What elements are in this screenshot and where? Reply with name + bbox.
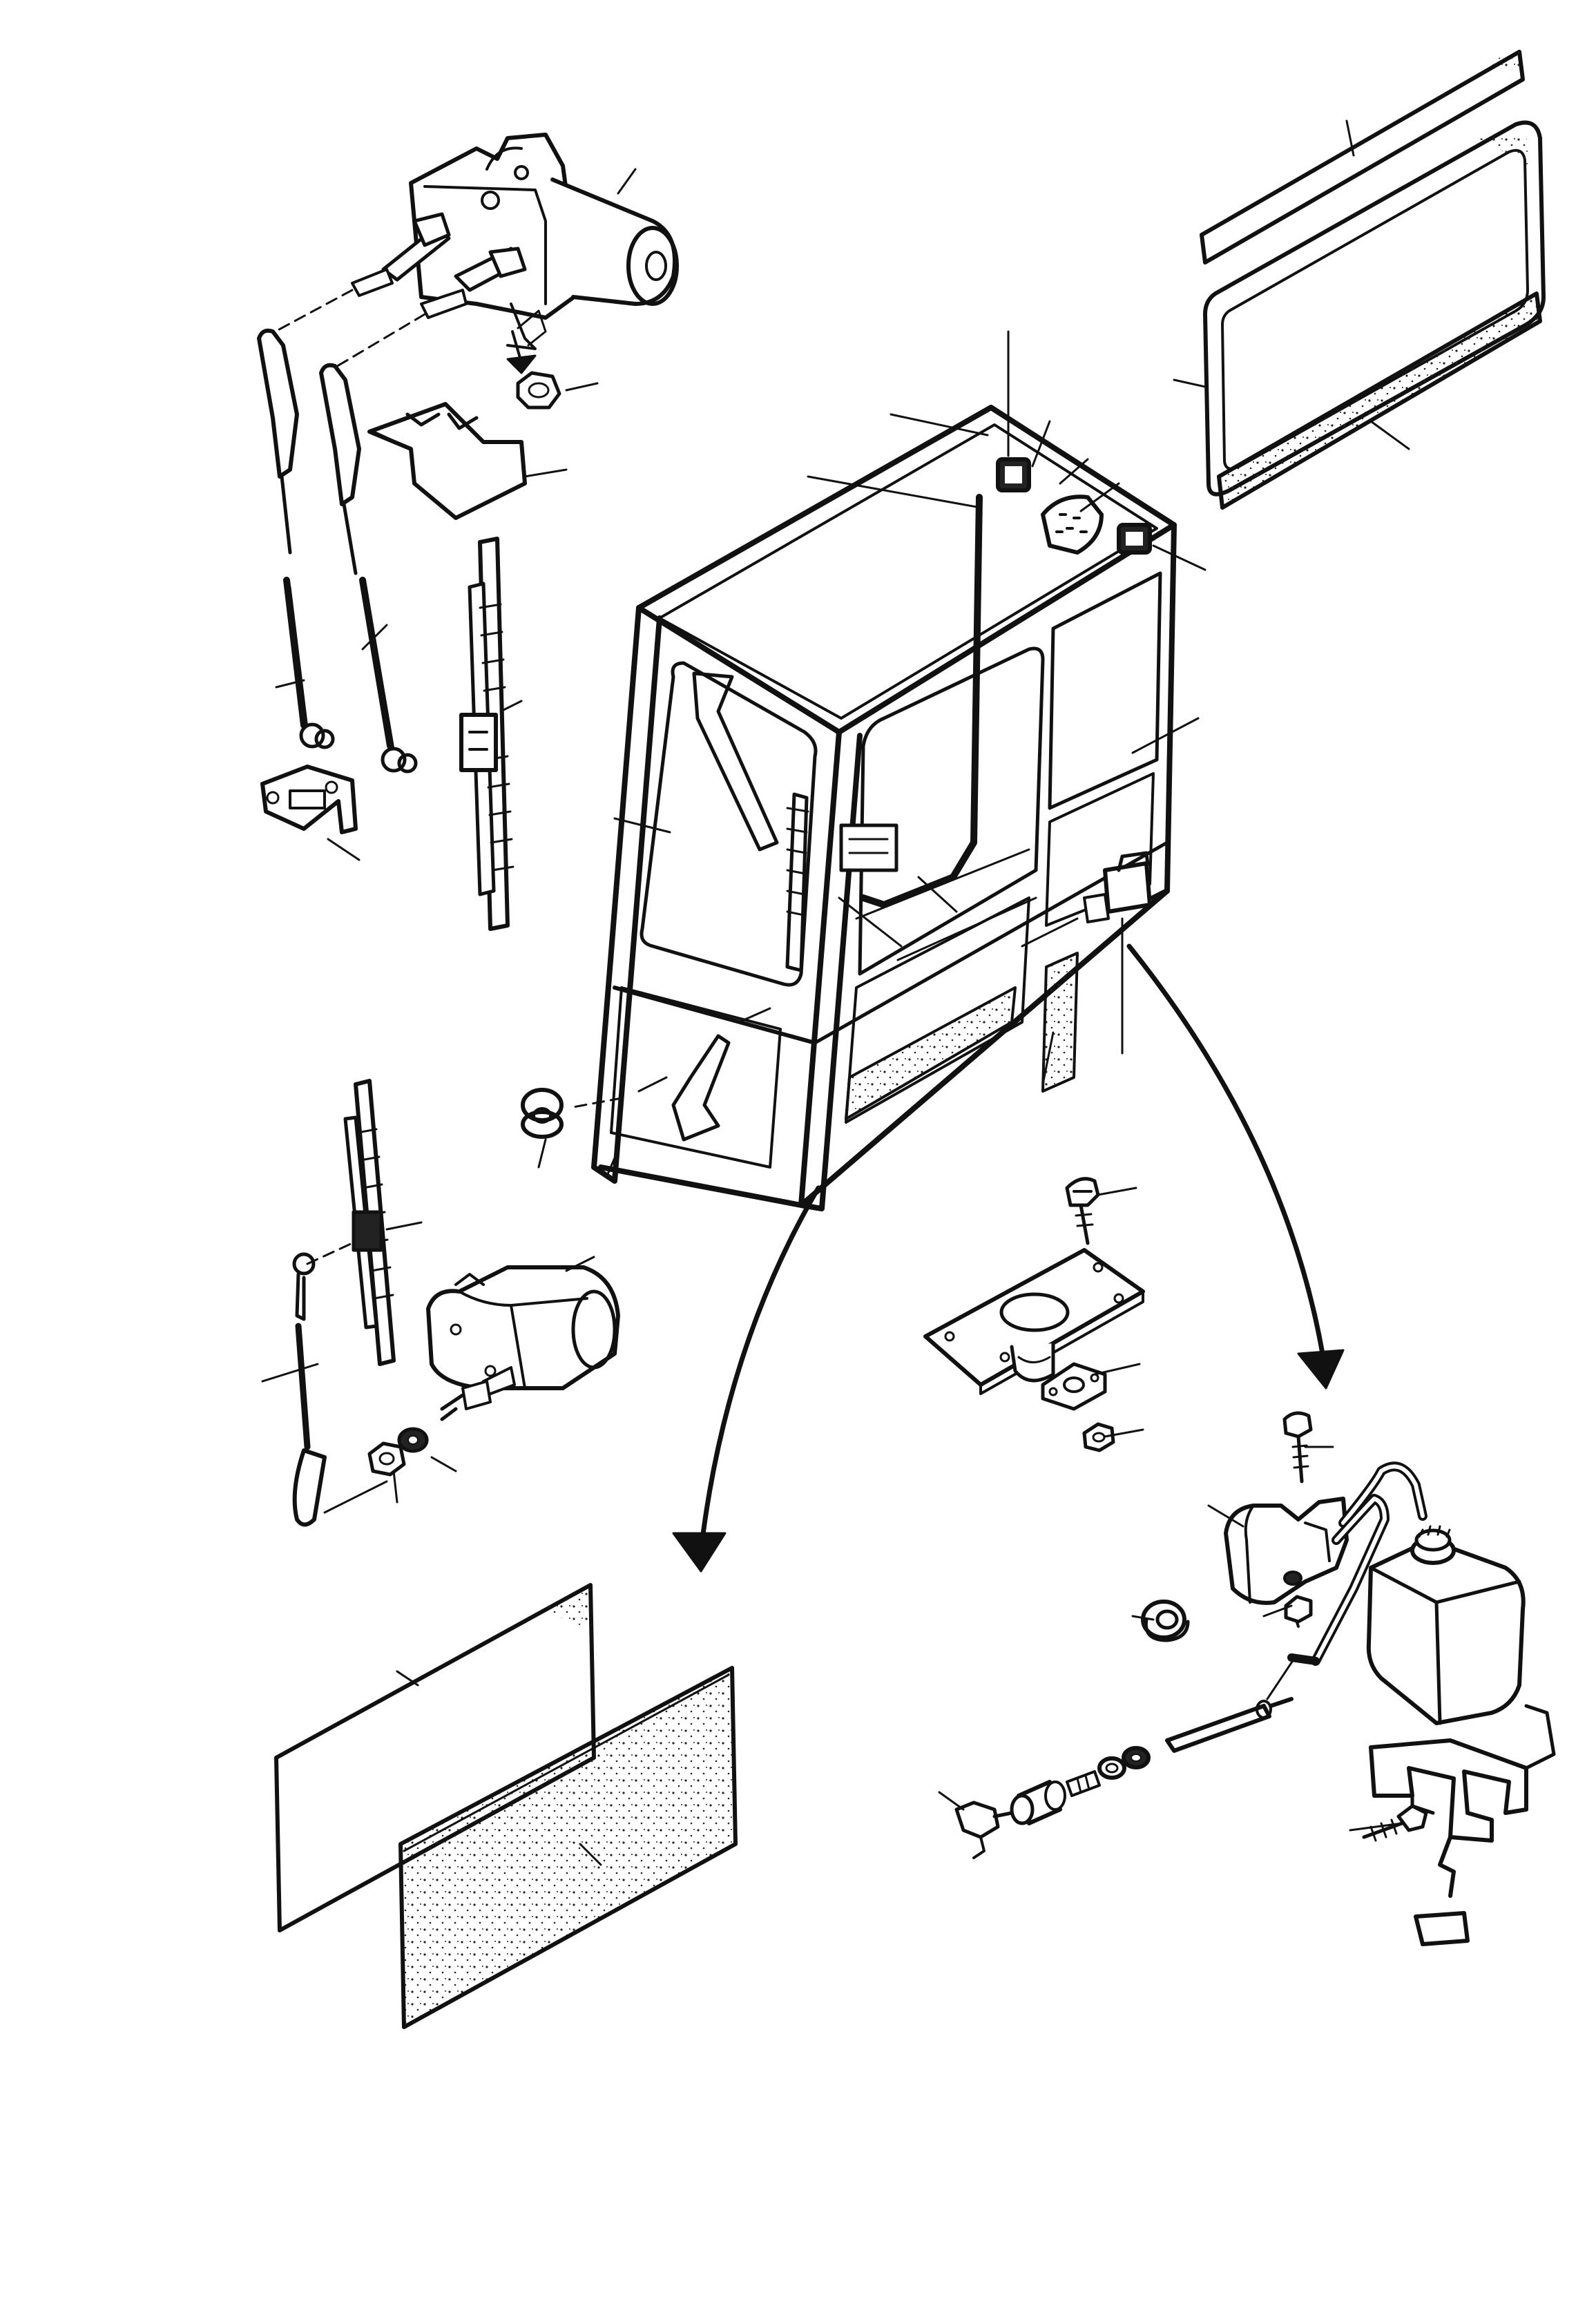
door-glass-panel	[1203, 120, 1546, 497]
arrow-to-door-glass	[698, 1185, 821, 1553]
rear-wiper-blade	[343, 1079, 396, 1366]
rear-wiper-motor	[426, 1265, 620, 1421]
arrow-to-washer	[1126, 943, 1325, 1356]
side-glass-lower-panel	[398, 1666, 738, 2029]
wiper-linkage	[692, 671, 809, 972]
floor-plate-clip	[1041, 1362, 1115, 1452]
reservoir-screw	[1362, 1804, 1428, 1842]
front-wiper-arm-right	[319, 363, 418, 774]
nozzle-fittings	[954, 1746, 1151, 1859]
wiring-harness	[839, 494, 983, 908]
washer-junction-block	[1083, 851, 1152, 923]
door-glass-upper-strip	[1200, 50, 1525, 265]
motor-shafts	[261, 212, 547, 374]
roof-mounted-connector	[996, 457, 1152, 555]
grommet	[521, 1088, 564, 1139]
wiper-motor-bracket	[367, 402, 527, 520]
washer-pump	[1224, 1497, 1349, 1628]
grommet	[1141, 1600, 1190, 1642]
wiper-arm-pivot-bracket	[260, 765, 358, 834]
callout-leaders	[261, 119, 1410, 1866]
door-handle	[671, 1034, 731, 1142]
front-wiper-arm-left	[257, 328, 335, 749]
washer-hose	[1287, 1461, 1427, 1666]
washer-reservoir	[1366, 1525, 1526, 1725]
front-wiper-motor	[409, 133, 679, 320]
front-motor-nut	[516, 371, 561, 410]
grommet-arrow	[572, 1097, 623, 1108]
washer-nozzle	[1165, 1656, 1296, 1753]
dome-light	[1041, 495, 1104, 555]
rear-motor-nut-washer	[367, 1427, 429, 1477]
front-wiper-blade	[459, 537, 515, 931]
door-glass-lower-strip	[1217, 291, 1542, 510]
floor-plate	[923, 1248, 1145, 1395]
washer-pump-screw	[1282, 1411, 1313, 1484]
rear-wiper-arm	[292, 1242, 388, 1527]
floor-plate-screw	[1065, 1177, 1100, 1245]
